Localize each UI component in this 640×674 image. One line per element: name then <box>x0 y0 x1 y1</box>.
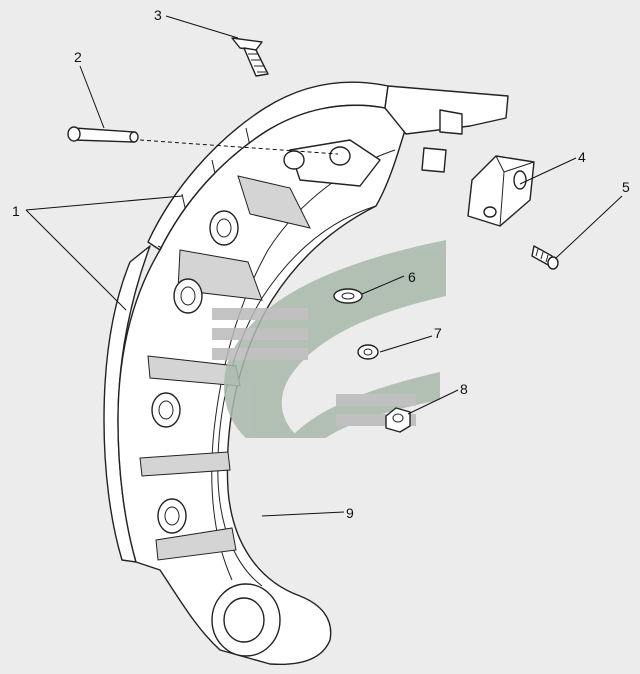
boss-holes <box>151 210 239 534</box>
callout-7: 7 <box>434 325 442 341</box>
callout-8: 8 <box>460 381 468 397</box>
pin-part <box>67 126 339 155</box>
brake-shoe-body <box>117 85 509 666</box>
callout-9: 9 <box>346 505 354 521</box>
clamp-block-part <box>467 155 535 227</box>
lock-washer-part <box>357 344 379 360</box>
callout-2: 2 <box>74 49 82 65</box>
callout-1: 1 <box>12 203 20 219</box>
leader-lines <box>25 15 623 517</box>
countersunk-screw-part <box>231 37 269 77</box>
callout-5: 5 <box>622 179 630 195</box>
callout-6: 6 <box>408 269 416 285</box>
small-bolt-part <box>531 245 559 270</box>
flat-washer-part <box>333 288 363 304</box>
callout-4: 4 <box>578 149 586 165</box>
hex-nut-part <box>385 407 411 433</box>
callout-3: 3 <box>154 7 162 23</box>
callout-labels: 1 2 3 4 5 6 7 8 9 <box>12 7 630 521</box>
watermark-logo-icon <box>212 240 446 438</box>
